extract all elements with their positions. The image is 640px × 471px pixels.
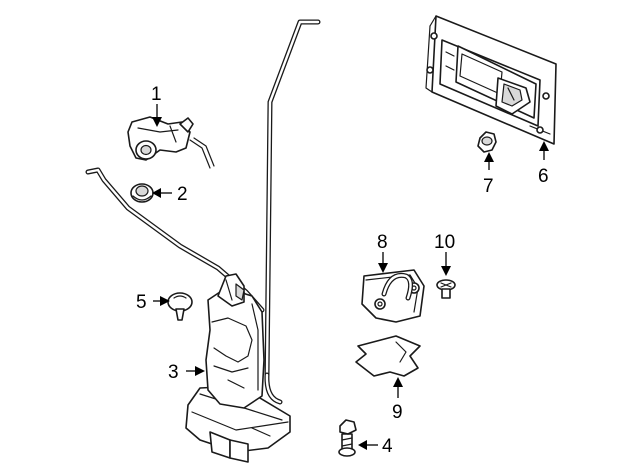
callout-8-leader xyxy=(378,252,388,273)
part-7-nut xyxy=(477,131,497,153)
part-2-clip xyxy=(130,183,154,203)
callout-5: 5 xyxy=(136,292,147,313)
callout-9: 9 xyxy=(392,402,403,423)
callout-7-leader xyxy=(484,152,494,170)
callout-1: 1 xyxy=(151,84,162,105)
part-8-striker xyxy=(361,269,425,323)
callout-4: 4 xyxy=(382,436,393,457)
part-1-handle-bracket xyxy=(127,116,215,169)
part-9-shim xyxy=(355,335,421,377)
part-5-push-pin xyxy=(167,292,193,321)
callout-9-leader xyxy=(393,377,403,398)
callout-6: 6 xyxy=(538,166,549,187)
callout-3: 3 xyxy=(168,362,179,383)
part-4-bolt xyxy=(338,419,357,457)
callout-7: 7 xyxy=(483,176,494,197)
callout-3-leader xyxy=(186,366,205,376)
callout-1-leader xyxy=(152,104,162,127)
callout-8: 8 xyxy=(377,232,388,253)
callout-5-leader xyxy=(153,296,170,306)
callout-2-leader xyxy=(152,188,172,198)
part-10-screw xyxy=(436,279,456,299)
callout-10: 10 xyxy=(434,232,455,253)
vertical-control-rod xyxy=(264,19,321,405)
part-3-latch-assembly xyxy=(185,273,291,463)
part-6-handle-panel xyxy=(425,15,557,145)
callout-6-leader xyxy=(539,141,549,160)
callout-10-leader xyxy=(441,252,451,276)
callout-4-leader xyxy=(358,440,378,450)
callout-2: 2 xyxy=(177,184,188,205)
